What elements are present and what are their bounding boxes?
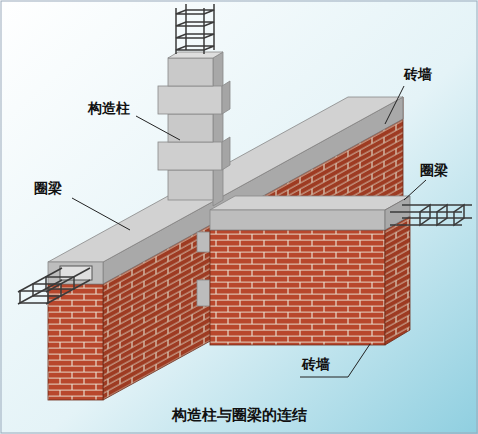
column-rebar: [176, 4, 214, 54]
part-label: 构造柱: [88, 100, 130, 117]
column-lower: [197, 232, 210, 306]
leader-lines: [72, 86, 426, 377]
caption: 构造柱与圈梁的连结: [0, 406, 478, 424]
beam-rebar: [390, 205, 472, 225]
long-wall: [48, 97, 403, 400]
cross-wall: [210, 196, 410, 345]
part-label: 砖墙: [404, 66, 432, 83]
part-label: 圈梁: [420, 162, 448, 179]
beam-rebar: [18, 266, 92, 304]
part-label: 砖墙: [302, 356, 330, 373]
structural-column: [158, 52, 230, 206]
part-label: 圈梁: [34, 180, 62, 197]
